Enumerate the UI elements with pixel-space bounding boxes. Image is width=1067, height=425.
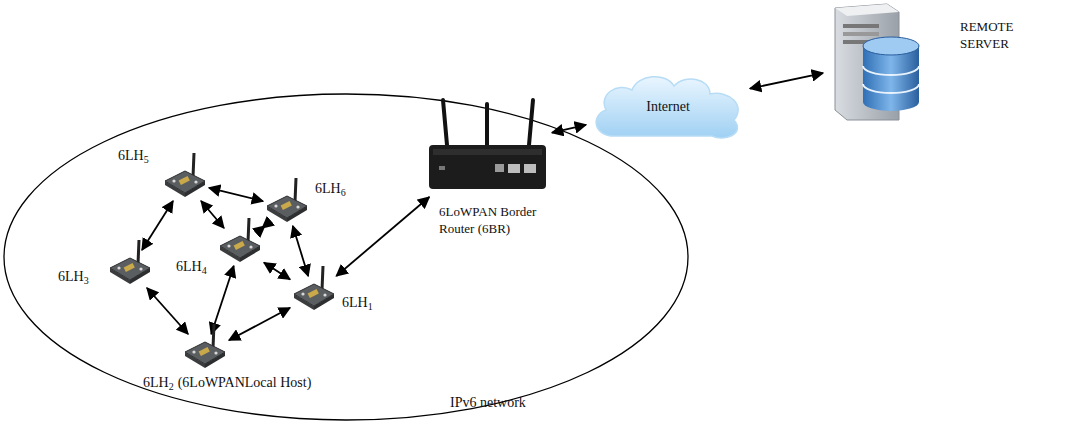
sensor-board — [265, 190, 309, 224]
link-arrow — [147, 288, 188, 334]
router-device — [425, 100, 550, 195]
node-label: Internet — [646, 98, 690, 115]
local-host-node: 6LH1 — [292, 278, 336, 312]
local-host-node: 6LH2(6LoWPANLocal Host) — [183, 336, 227, 370]
link-arrow — [262, 226, 264, 228]
node-label: 6LH5 — [118, 147, 149, 168]
sensor-board — [292, 278, 336, 312]
node-name: 6LH — [315, 181, 341, 196]
subscript-index: 3 — [84, 275, 89, 286]
node-label: 6LH1 — [342, 294, 373, 315]
node-label: REMOTE SERVER — [960, 18, 1040, 52]
node-name: IPv6 network — [450, 395, 526, 410]
link-arrow — [293, 226, 308, 276]
node-label: 6LH6 — [315, 180, 346, 201]
node-label: IPv6 network — [450, 394, 526, 411]
server-icon — [825, 2, 925, 122]
local-host-node: 6LH3 — [108, 252, 152, 286]
link-arrow — [211, 266, 233, 334]
node-name: 6LH — [118, 148, 144, 163]
node-name: 6LH — [143, 375, 169, 390]
network-region: IPv6 network6LH56LH66LH36LH46LH16LH2(6Lo… — [2, 92, 690, 422]
internet-cloud: Internet — [588, 70, 748, 142]
local-host-node: 6LH6 — [265, 190, 309, 224]
node-name: 6LH — [176, 259, 202, 274]
node-label: 6LoWPAN Border Router (6BR) — [439, 203, 559, 237]
node-label: 6LH4 — [176, 258, 207, 279]
node-label: 6LH2 (6LoWPANLocal Host) — [143, 374, 311, 395]
link-arrow — [142, 201, 173, 250]
sensor-board — [163, 165, 207, 199]
link-arrow — [336, 197, 429, 276]
local-host-node: 6LH5 — [163, 165, 207, 199]
node-name: 6LoWPAN Border Router (6BR) — [439, 204, 536, 236]
remote-server: REMOTE SERVER — [825, 2, 925, 122]
node-label: 6LH3 — [58, 268, 89, 289]
node-name: 6LH — [58, 269, 84, 284]
node-name: 6LH — [342, 295, 368, 310]
subscript-index: 6 — [341, 187, 346, 198]
host-description: (6LoWPANLocal Host) — [178, 375, 312, 390]
sensor-board — [183, 336, 227, 370]
link-arrow — [264, 263, 290, 280]
sensor-board — [218, 230, 262, 264]
link-arrow — [201, 201, 224, 228]
subscript-index: 4 — [202, 265, 207, 276]
subscript-index: 5 — [144, 154, 149, 165]
link-arrow — [209, 188, 263, 201]
local-host-node: 6LH4 — [218, 230, 262, 264]
link-arrow — [229, 308, 290, 340]
border-router: 6LoWPAN Border Router (6BR) — [425, 100, 550, 195]
link-arrow — [750, 73, 823, 89]
sensor-board — [108, 252, 152, 286]
subscript-index: 1 — [368, 301, 373, 312]
network-ellipse — [2, 92, 690, 422]
node-name: REMOTE SERVER — [960, 19, 1013, 51]
node-name: Internet — [646, 99, 690, 114]
subscript-index: 2 — [169, 381, 174, 392]
